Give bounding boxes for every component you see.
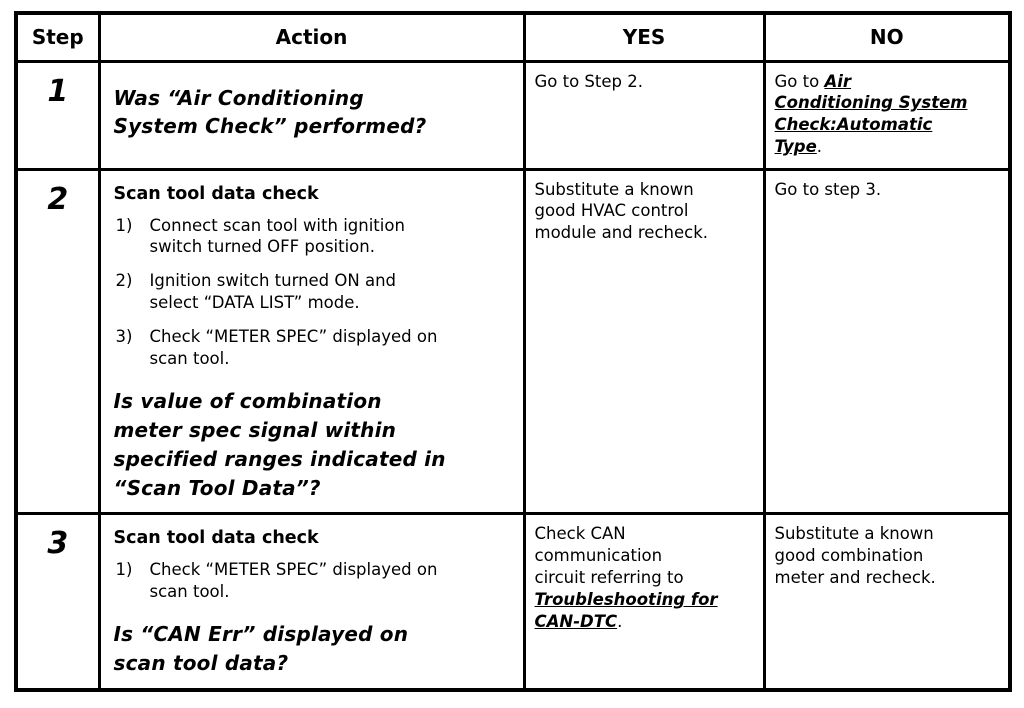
- table-row-step-2: 2 Scan tool data check 1) Connect scan t…: [14, 167, 1012, 516]
- no-text: Substitute a known good combination mete…: [774, 524, 936, 588]
- yes-text: Substitute a known good HVAC control mod…: [534, 179, 709, 243]
- list-item: 1) Check “METER SPEC” displayed on scan …: [116, 559, 513, 602]
- no-cell: Go to Air Conditioning System Check:Auto…: [762, 59, 1012, 171]
- no-text-prefix: Go to: [774, 71, 825, 91]
- yes-cell: Go to Step 2.: [522, 59, 766, 171]
- list-item-text: Check “METER SPEC” displayed on scan too…: [149, 327, 438, 368]
- yes-cell: Substitute a known good HVAC control mod…: [522, 167, 766, 516]
- header-row: Step Action YES NO: [14, 11, 1012, 63]
- column-header-yes: YES: [522, 11, 766, 63]
- list-item-number: 1): [115, 560, 133, 580]
- air-conditioning-system-check-link[interactable]: Air Conditioning System Check:Automatic …: [774, 71, 968, 157]
- action-title: Scan tool data check: [113, 528, 319, 549]
- action-cell: Scan tool data check 1) Connect scan too…: [97, 167, 526, 516]
- list-item-number: 2): [115, 271, 133, 291]
- list-item: 2) Ignition switch turned ON and select …: [116, 270, 513, 313]
- column-header-no: NO: [762, 11, 1012, 63]
- column-header-step: Step: [14, 11, 101, 63]
- action-question: Was “Air Conditioning System Check” perf…: [113, 85, 427, 139]
- list-item: 3) Check “METER SPEC” displayed on scan …: [116, 326, 513, 369]
- no-text-suffix: .: [816, 137, 823, 157]
- step-number: 3: [14, 512, 101, 692]
- table-row-step-1: 1 Was “Air Conditioning System Check” pe…: [14, 59, 1012, 171]
- action-cell: Was “Air Conditioning System Check” perf…: [97, 59, 526, 171]
- action-question: Is value of combination meter spec signa…: [113, 389, 446, 500]
- table-row-step-3: 3 Scan tool data check 1) Check “METER S…: [14, 512, 1012, 692]
- column-header-action: Action: [97, 11, 526, 63]
- troubleshooting-for-can-dtc-link[interactable]: Troubleshooting for CAN-DTC: [534, 590, 718, 632]
- no-text: Go to step 3.: [774, 179, 882, 199]
- list-item-text: Ignition switch turned ON and select “DA…: [149, 271, 397, 312]
- yes-text-suffix: .: [617, 612, 623, 632]
- step-number: 1: [14, 59, 101, 171]
- yes-cell: Check CAN communication circuit referrin…: [522, 512, 766, 692]
- action-title: Scan tool data check: [113, 183, 319, 204]
- action-question: Is “CAN Err” displayed on scan tool data…: [113, 622, 409, 675]
- list-item-number: 1): [115, 215, 133, 235]
- troubleshooting-table: Step Action YES NO 1 Was “Air Conditioni…: [14, 11, 1012, 692]
- list-item-number: 3): [115, 327, 133, 347]
- no-cell: Go to step 3.: [762, 167, 1012, 516]
- no-cell: Substitute a known good combination mete…: [762, 512, 1012, 692]
- yes-text-prefix: Check CAN communication circuit referrin…: [534, 524, 684, 588]
- step-number: 2: [14, 167, 101, 516]
- list-item: 1) Connect scan tool with ignition switc…: [116, 215, 513, 258]
- yes-text: Go to Step 2.: [534, 71, 644, 91]
- action-cell: Scan tool data check 1) Check “METER SPE…: [97, 512, 526, 692]
- list-item-text: Connect scan tool with ignition switch t…: [149, 215, 405, 256]
- list-item-text: Check “METER SPEC” displayed on scan too…: [149, 560, 438, 601]
